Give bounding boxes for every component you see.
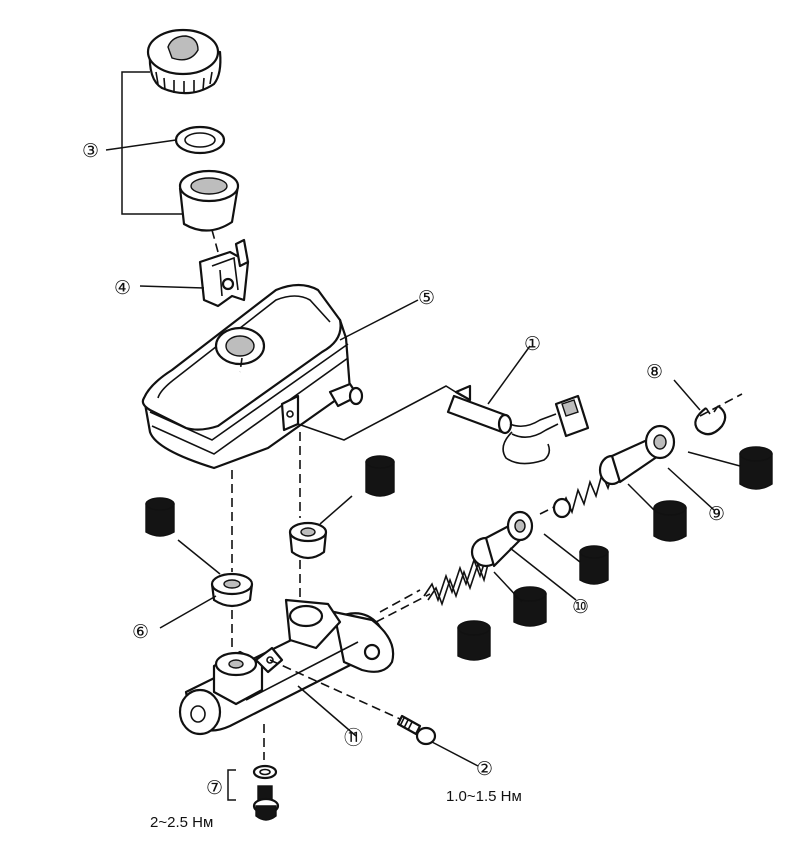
cap-gasket-ring: [174, 125, 226, 155]
cap-to-bracket-axis: [211, 229, 219, 253]
cylinder-bore-axis: [375, 593, 431, 623]
reservoir-cap: [146, 28, 222, 95]
bolt-washer: [252, 764, 278, 780]
seal-cup-d: [653, 500, 687, 542]
bracket-to-tank-axis: [239, 357, 243, 373]
grommet-left: [210, 572, 254, 608]
grommet-right: [288, 521, 328, 560]
callout-1: ①: [524, 334, 541, 355]
reservoir-strainer: [178, 169, 240, 232]
callout-3: ③: [82, 141, 99, 162]
torque-spec-bolt: 2~2.5 Нм: [150, 814, 213, 831]
callout-9: ⑨: [708, 504, 725, 525]
seal-cup-c: [739, 446, 773, 490]
seal-cup-a: [365, 455, 395, 497]
callout-4: ④: [114, 278, 131, 299]
seal-cup-b: [145, 497, 175, 537]
brake-fluid-reservoir: [141, 283, 364, 470]
banjo-bolt: [252, 785, 280, 821]
callout-2: ②: [476, 759, 493, 780]
secondary-piston: [470, 510, 534, 568]
seal-cup-g: [457, 620, 491, 661]
callout-6: ⑥: [132, 622, 149, 643]
mounting-screw: [396, 714, 437, 746]
seal-cup-f: [513, 586, 547, 627]
callout-8: ⑧: [646, 362, 663, 383]
leader-lines: [105, 71, 741, 801]
reservoir-bracket: [198, 238, 250, 308]
primary-piston: [598, 424, 676, 486]
callout-5: ⑤: [418, 288, 435, 309]
fluid-level-sensor: [297, 384, 590, 465]
piston-axis-end: [699, 393, 743, 417]
secondary-piston-spring: [423, 549, 495, 607]
seal-cup-e: [579, 545, 609, 585]
piston-axis-lower: [379, 589, 421, 613]
snap-ring: [694, 405, 727, 436]
callout-7: ⑦: [206, 778, 223, 799]
torque-spec-screw: 1.0~1.5 Нм: [446, 788, 522, 805]
master-cylinder-body: [178, 598, 395, 736]
callout-10: ⑩: [572, 597, 589, 618]
callout-11: ⑪: [344, 727, 363, 749]
